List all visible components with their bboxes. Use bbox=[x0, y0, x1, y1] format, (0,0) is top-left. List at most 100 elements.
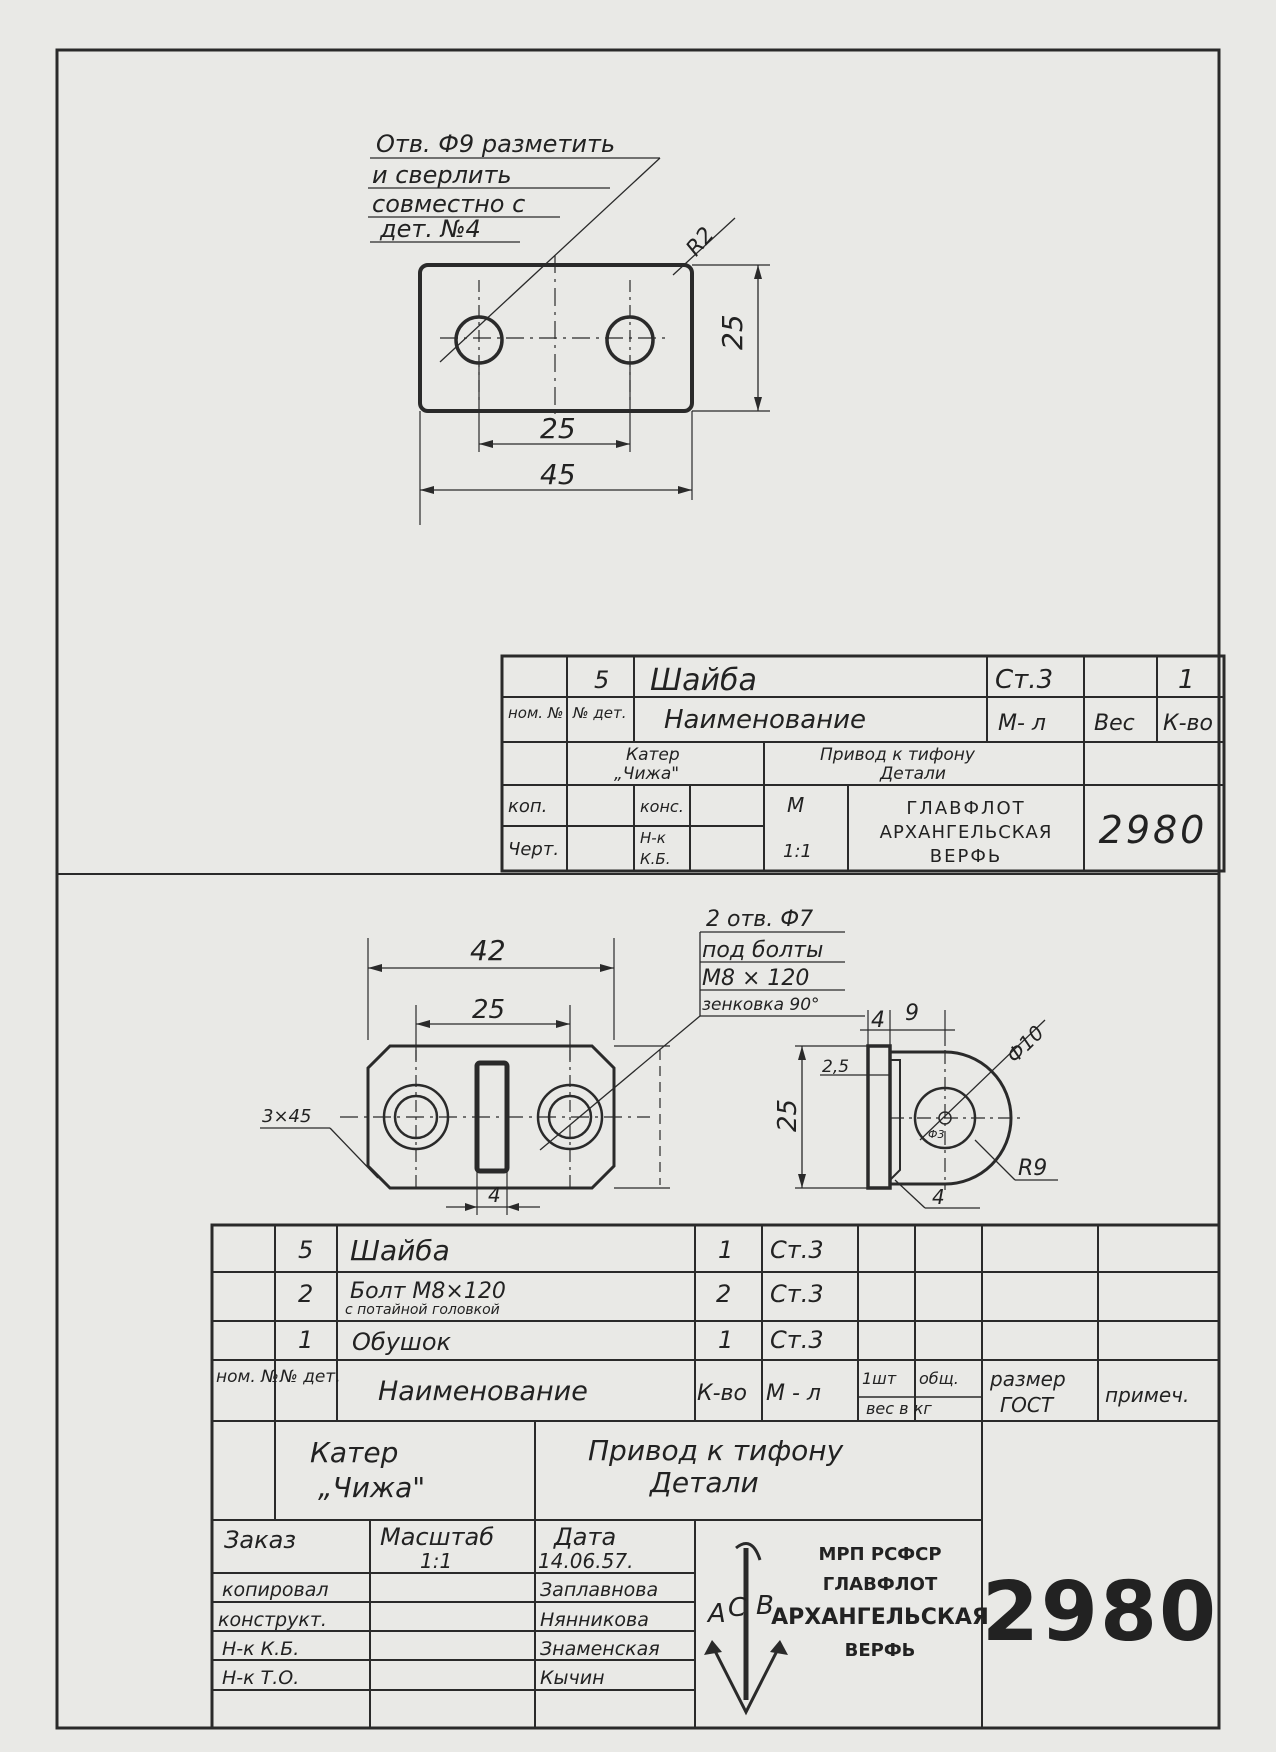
bottom-order-label: Заказ bbox=[224, 1526, 296, 1554]
note-line-1: Отв. Ф9 разметить bbox=[376, 130, 615, 158]
bottom-part-front-view: 42 25 3×45 4 2 отв bbox=[260, 907, 865, 1215]
bottom-hdr-size-1: размер bbox=[989, 1367, 1066, 1391]
top-boat-1: Катер bbox=[626, 745, 680, 765]
role-designer: конструкт. bbox=[218, 1609, 327, 1631]
top-hdr-qty: К-во bbox=[1163, 711, 1213, 736]
bottom-dim-height-label: 25 bbox=[773, 1099, 803, 1132]
bottom-note-2: под болты bbox=[702, 938, 823, 963]
top-part-name: Шайба bbox=[650, 663, 757, 698]
bottom-dim-width-label: 42 bbox=[470, 934, 506, 967]
countersink-right-inner bbox=[547, 1094, 593, 1140]
countersink-right-outer bbox=[536, 1083, 604, 1151]
row-2-sub: с потайной головкой bbox=[345, 1302, 500, 1318]
top-hdr-weight: Вес bbox=[1094, 711, 1135, 736]
row-2-name: Болт М8×120 bbox=[350, 1279, 506, 1304]
name-copied: Заплавнова bbox=[540, 1579, 658, 1601]
bottom-note-1: 2 отв. Ф7 bbox=[706, 907, 813, 932]
row-2-qty: 2 bbox=[716, 1280, 731, 1308]
name-head-to: Кычин bbox=[540, 1667, 605, 1689]
side-dim-d3: Ф3 bbox=[928, 1128, 944, 1141]
dim-height-label: 25 bbox=[716, 314, 749, 350]
top-scale-m: М bbox=[787, 793, 804, 817]
bottom-org-1: МРП РСФСР bbox=[818, 1544, 941, 1565]
bottom-title-block: 5 Шайба 1 Ст.3 2 Болт М8×120 с потайной … bbox=[210, 1223, 1221, 1730]
side-dim-2-5: 2,5 bbox=[822, 1057, 849, 1077]
bottom-date-label: Дата bbox=[553, 1523, 616, 1551]
hole-left bbox=[454, 315, 504, 365]
row-2-num: 2 bbox=[298, 1280, 313, 1308]
top-part-num: 5 bbox=[594, 666, 609, 694]
side-dim-9: 9 bbox=[905, 1001, 919, 1026]
bottom-hdr-w3: вес в кг bbox=[866, 1399, 932, 1418]
top-drawing-no: 2980 bbox=[1099, 808, 1208, 852]
bottom-org-3: АРХАНГЕЛЬСКАЯ bbox=[771, 1605, 989, 1630]
dim-hole-spacing-label: 25 bbox=[540, 412, 576, 445]
top-org-3: ВЕРФЬ bbox=[930, 846, 1002, 867]
bottom-org-4: ВЕРФЬ bbox=[845, 1640, 916, 1661]
row-3-num: 1 bbox=[298, 1326, 313, 1354]
row-1-qty: 1 bbox=[718, 1236, 733, 1264]
row-3-qty: 1 bbox=[718, 1326, 733, 1354]
top-hdr-num: ном. № bbox=[508, 704, 563, 722]
side-dim-4b: 4 bbox=[932, 1185, 945, 1209]
top-boat-2: „Чижа" bbox=[614, 764, 679, 784]
bottom-dim-hole-spacing-label: 25 bbox=[472, 995, 505, 1025]
svg-text:С: С bbox=[728, 1593, 747, 1623]
row-2-mat: Ст.3 bbox=[770, 1280, 824, 1308]
bottom-hdr-size-2: ГОСТ bbox=[1000, 1393, 1055, 1417]
top-org-1: ГЛАВФЛОТ bbox=[906, 798, 1025, 819]
name-head-kb: Знаменская bbox=[540, 1638, 660, 1660]
countersink-left-outer bbox=[382, 1083, 450, 1151]
top-part-drawing: Отв. Ф9 разметить и сверлить совместно с… bbox=[368, 130, 770, 525]
bottom-boat-2: „Чижа" bbox=[318, 1471, 425, 1504]
bottom-org-2: ГЛАВФЛОТ bbox=[823, 1574, 938, 1595]
note-line-3: совместно с bbox=[372, 190, 525, 218]
side-dim-4: 4 bbox=[871, 1008, 885, 1033]
top-hdr-name: Наименование bbox=[664, 705, 866, 735]
role-head-kb: Н-к К.Б. bbox=[222, 1638, 299, 1660]
top-chert: Черт. bbox=[508, 839, 559, 860]
bottom-boat-1: Катер bbox=[310, 1436, 398, 1469]
top-qty: 1 bbox=[1178, 665, 1195, 695]
bottom-hdr-name: Наименование bbox=[378, 1376, 588, 1407]
bottom-hdr-note: примеч. bbox=[1105, 1383, 1189, 1407]
row-3-name: Обушок bbox=[352, 1328, 452, 1356]
top-title-1: Привод к тифону bbox=[820, 745, 976, 765]
top-kop: коп. bbox=[508, 796, 547, 817]
bottom-dim-slot-label: 4 bbox=[488, 1183, 501, 1207]
lug-slot bbox=[474, 1060, 510, 1174]
bottom-scale-label: Масштаб bbox=[380, 1523, 494, 1551]
shipyard-anchor-logo: А С В bbox=[704, 1542, 788, 1716]
dim-width-label: 45 bbox=[540, 458, 576, 491]
washer-plate-outline bbox=[418, 263, 694, 413]
bottom-title-1: Привод к тифону bbox=[588, 1434, 844, 1467]
row-1-mat: Ст.3 bbox=[770, 1236, 824, 1264]
bottom-hdr-det: № дет. bbox=[279, 1367, 341, 1387]
side-plate bbox=[866, 1044, 892, 1190]
bottom-hdr-qty: К-во bbox=[697, 1381, 747, 1406]
top-hdr-det: № дет. bbox=[572, 704, 626, 722]
role-head-to: Н-к Т.О. bbox=[222, 1667, 299, 1689]
svg-text:А: А bbox=[706, 1599, 726, 1629]
bottom-scale-value: 1:1 bbox=[420, 1549, 452, 1573]
top-hdr-mat: М- л bbox=[998, 711, 1046, 736]
hole-right bbox=[605, 315, 655, 365]
top-nk: Н-к bbox=[640, 829, 666, 847]
top-title-2: Детали bbox=[879, 764, 946, 784]
bottom-hdr-num: ном. № bbox=[216, 1367, 279, 1387]
bottom-hdr-w2: общ. bbox=[919, 1369, 959, 1388]
top-kons: конс. bbox=[640, 797, 684, 816]
bottom-dim-chamfer-label: 3×45 bbox=[262, 1106, 311, 1127]
bottom-hdr-w1: 1шт bbox=[862, 1369, 897, 1388]
note-line-4: дет. №4 bbox=[379, 215, 481, 243]
top-material: Ст.3 bbox=[995, 665, 1053, 695]
bottom-title-2: Детали bbox=[648, 1466, 759, 1499]
lug-plate-outline bbox=[366, 1044, 616, 1190]
row-1-num: 5 bbox=[298, 1236, 313, 1264]
role-copied: копировал bbox=[222, 1579, 329, 1601]
top-title-block: 5 Шайба Ст.3 1 ном. № № дет. Наименовани… bbox=[500, 654, 1226, 873]
bottom-note-4: зенковка 90° bbox=[702, 995, 820, 1015]
row-1-name: Шайба bbox=[350, 1234, 450, 1267]
bottom-hdr-mat: М - л bbox=[766, 1381, 821, 1406]
